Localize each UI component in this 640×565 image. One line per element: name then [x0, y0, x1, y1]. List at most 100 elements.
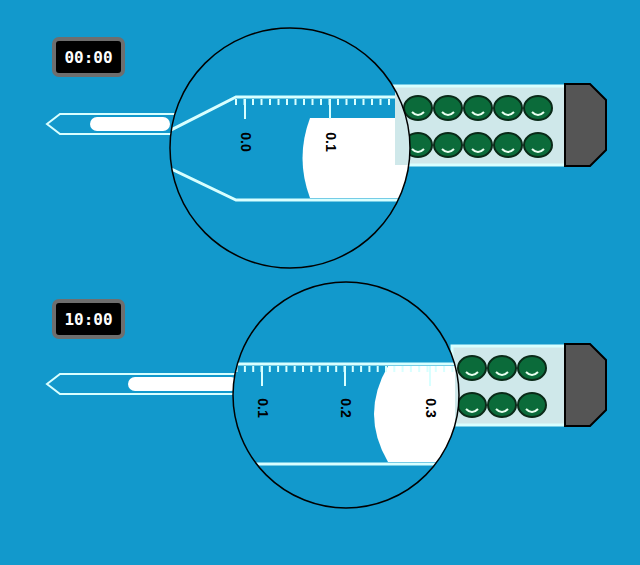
- magnifier: [165, 28, 435, 268]
- scale-number: 0.1: [323, 132, 337, 151]
- scale-number: 0.0: [238, 132, 252, 151]
- timer-display: 10:00: [52, 299, 125, 339]
- pipette-tube: [47, 374, 240, 394]
- scale-tick: [327, 366, 329, 372]
- pea-seed: [524, 96, 552, 120]
- scale-tick: [388, 99, 390, 105]
- scale-tick: [303, 99, 305, 105]
- seed-highlight: [496, 409, 508, 412]
- scale-tick: [335, 366, 337, 372]
- scale-tick: [354, 99, 356, 105]
- seed-highlight: [472, 149, 484, 152]
- pea-seed: [434, 133, 462, 157]
- pea-seed: [404, 96, 432, 120]
- scale-number: 0.2: [338, 398, 352, 417]
- pea-seed: [524, 133, 552, 157]
- magnifier: [220, 282, 475, 508]
- pea-seed: [494, 133, 522, 157]
- scale-tick: [451, 366, 453, 372]
- scale-tick: [319, 366, 321, 372]
- pea-seed: [458, 393, 486, 417]
- pea-seed: [518, 356, 546, 380]
- scale-tick: [371, 99, 373, 105]
- scale-tick: [393, 366, 395, 372]
- scale-tick: [295, 99, 297, 105]
- timer-display: 00:00: [52, 37, 125, 77]
- scale-tick: [360, 366, 362, 372]
- scale-number: 0.3: [423, 398, 437, 417]
- scale-tick: [468, 366, 470, 372]
- seed-highlight: [472, 112, 484, 115]
- seed-highlight: [466, 372, 478, 375]
- pea-seed: [518, 393, 546, 417]
- scale-tick: [346, 99, 348, 105]
- scale-tick: [414, 99, 416, 105]
- scale-tick: [227, 366, 229, 372]
- scale-tick: [244, 366, 246, 372]
- scale-tick: [261, 99, 263, 105]
- scale-tick: [368, 366, 370, 372]
- scale-tick: [277, 366, 279, 372]
- seed-highlight: [502, 149, 514, 152]
- scale-tick: [427, 366, 429, 372]
- seed-highlight: [442, 149, 454, 152]
- scale-tick: [320, 99, 322, 105]
- chamber-tube: [392, 84, 606, 166]
- scale-tick: [435, 366, 437, 372]
- scale-tick: [285, 366, 287, 372]
- scale-tick: [410, 366, 412, 372]
- chamber-tube: [452, 344, 606, 426]
- scale-tick: [385, 366, 387, 372]
- seed-highlight: [412, 149, 424, 152]
- scale-tick: [344, 366, 346, 386]
- seed-highlight: [412, 112, 424, 115]
- pea-seed: [464, 96, 492, 120]
- scale-tick: [443, 366, 445, 372]
- scale-tick: [302, 366, 304, 372]
- seed-highlight: [526, 372, 538, 375]
- scale-number: 0.1: [255, 398, 269, 417]
- scale-tick: [380, 99, 382, 105]
- pea-seed: [464, 133, 492, 157]
- seed-highlight: [442, 112, 454, 115]
- seed-highlight: [496, 372, 508, 375]
- scale-tick: [405, 99, 407, 105]
- scale-tick: [252, 99, 254, 105]
- scale-tick: [363, 99, 365, 105]
- scale-tick: [219, 366, 221, 372]
- scale-tick: [460, 366, 462, 372]
- scale-tick: [278, 99, 280, 105]
- scale-tick: [269, 366, 271, 372]
- scale-tick: [244, 99, 246, 119]
- pea-seed: [434, 96, 462, 120]
- pipette-tube: [47, 114, 175, 134]
- pea-seed: [458, 356, 486, 380]
- seed-highlight: [532, 112, 544, 115]
- scale-tick: [269, 99, 271, 105]
- pea-seed: [494, 96, 522, 120]
- timer-text: 00:00: [64, 48, 112, 67]
- pea-seed: [488, 356, 516, 380]
- scale-tick: [352, 366, 354, 372]
- scale-tick: [294, 366, 296, 372]
- seed-highlight: [532, 149, 544, 152]
- scale-tick: [310, 366, 312, 372]
- scale-tick: [418, 366, 420, 372]
- scale-tick: [235, 99, 237, 105]
- scale-tick: [261, 366, 263, 386]
- seed-highlight: [466, 409, 478, 412]
- scale-tick: [312, 99, 314, 105]
- seed-highlight: [502, 112, 514, 115]
- scale-tick: [377, 366, 379, 372]
- timer-text: 10:00: [64, 310, 112, 329]
- scale-tick: [252, 366, 254, 372]
- scale-tick: [337, 99, 339, 105]
- pea-seed: [488, 393, 516, 417]
- scale-tick: [402, 366, 404, 372]
- scale-tick: [429, 366, 431, 386]
- scale-tick: [329, 99, 331, 119]
- scale-tick: [286, 99, 288, 105]
